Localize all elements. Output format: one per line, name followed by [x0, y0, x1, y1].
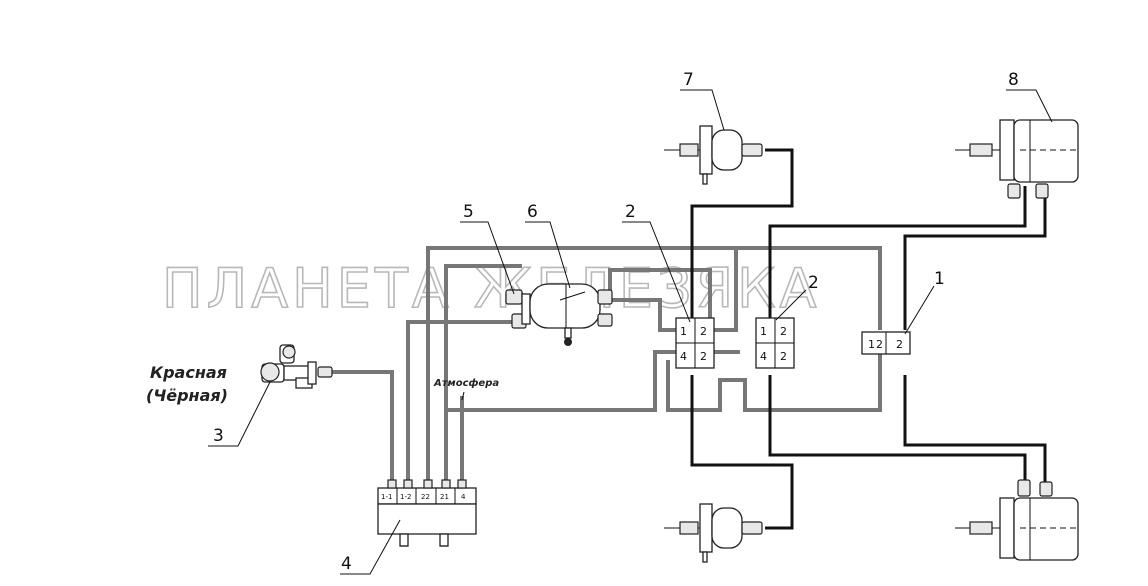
module-port-22: 22 — [421, 493, 430, 501]
valve1-port-2b: 2 — [896, 338, 903, 351]
relay-valve-2-left: 1 2 4 2 — [675, 317, 715, 369]
callout-8: 8 — [1008, 70, 1019, 90]
coupling-color-alt-label: (Чёрная) — [146, 386, 228, 405]
valve1-port-2a: 2 — [876, 338, 883, 351]
valve2-left-port-4: 4 — [680, 350, 687, 363]
valve2-right-port-2b: 2 — [780, 350, 787, 363]
control-module-4: 1-1 1-2 22 21 4 — [377, 479, 477, 547]
valve2-left-port-2a: 2 — [700, 325, 707, 338]
callout-5: 5 — [463, 202, 474, 222]
valve2-right-port-2a: 2 — [780, 325, 787, 338]
valve1-port-1: 1 — [868, 338, 875, 351]
spring-brake-chamber-8-bottom — [955, 479, 1079, 561]
valve-5 — [505, 289, 531, 329]
black-pipe-network — [690, 148, 1047, 530]
callout-leaders — [208, 89, 1053, 575]
grey-pipe-network — [330, 246, 882, 488]
atmosphere-label: Атмосфера — [433, 377, 499, 389]
callout-4: 4 — [341, 554, 352, 574]
module-port-4: 4 — [461, 493, 466, 501]
coupling-head-3 — [260, 344, 333, 389]
callout-2-right: 2 — [808, 273, 819, 293]
valve2-left-port-2b: 2 — [700, 350, 707, 363]
receiver-6 — [529, 283, 613, 346]
spring-brake-chamber-8-top — [955, 119, 1079, 199]
valve2-left-port-1: 1 — [680, 325, 687, 338]
coupling-color-label: Красная — [150, 363, 227, 382]
brake-chamber-7-top — [664, 125, 763, 185]
valve2-right-port-1: 1 — [760, 325, 767, 338]
callout-1: 1 — [934, 269, 945, 289]
callout-3: 3 — [213, 426, 224, 446]
relay-valve-2-right: 1 2 4 2 — [755, 317, 795, 369]
callout-7: 7 — [683, 70, 694, 90]
valve2-right-port-4: 4 — [760, 350, 767, 363]
module-port-1-2: 1-2 — [400, 493, 411, 501]
module-port-21: 21 — [440, 493, 449, 501]
valve-1: 1 2 2 — [861, 331, 911, 355]
callout-2-left: 2 — [625, 202, 636, 222]
module-port-1-1: 1-1 — [381, 493, 392, 501]
callout-6: 6 — [527, 202, 538, 222]
brake-chamber-7-bottom — [664, 503, 763, 563]
